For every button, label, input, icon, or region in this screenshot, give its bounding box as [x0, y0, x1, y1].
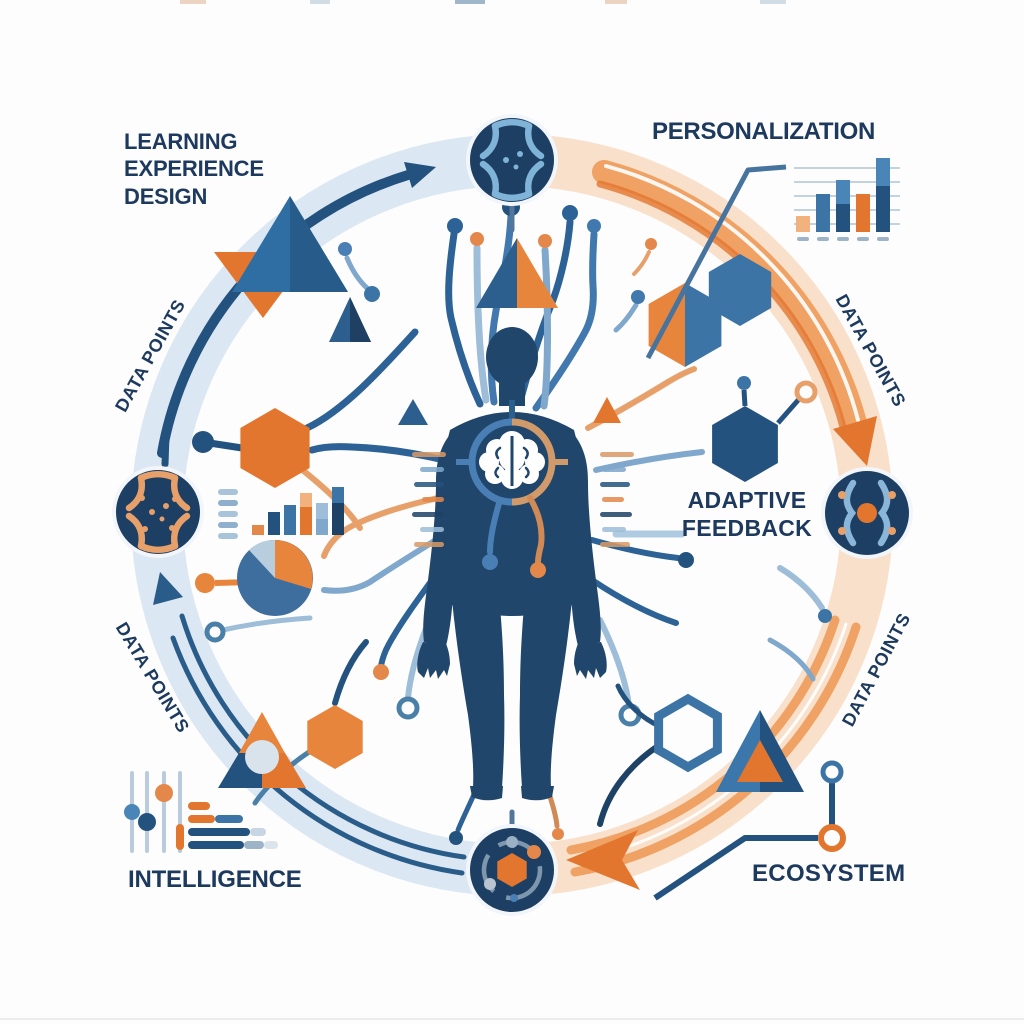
bar-chart-icon-top-right — [794, 158, 900, 241]
node-dot — [678, 552, 694, 568]
bar-chart-icon-left — [252, 487, 344, 535]
hexagon-orbit-icon — [481, 836, 543, 902]
node-dot — [449, 831, 463, 845]
human-silhouette — [417, 327, 607, 801]
neuron-burst-icon — [843, 479, 891, 547]
synapse-icon — [125, 471, 191, 553]
sliders-icon — [124, 771, 184, 853]
small-triangles — [329, 297, 621, 425]
node-dot — [373, 664, 389, 680]
brain-icon — [456, 400, 568, 578]
circuit-lines-left — [220, 443, 448, 701]
cycle-node-top — [466, 114, 558, 206]
pie-chart-icon — [195, 539, 313, 616]
cycle-node-bottom — [466, 824, 558, 916]
label-personalization: PERSONALIZATION — [652, 118, 876, 145]
triangle-split-top — [476, 238, 558, 308]
node-dot — [552, 828, 564, 840]
circuit-trace-icon — [653, 760, 846, 901]
progress-bars-icon — [188, 802, 278, 849]
cycle-node-left — [112, 466, 204, 558]
label-intelligence: INTELLIGENCE — [128, 866, 302, 893]
callout-line-personalization — [645, 164, 787, 360]
triangle-3d-bottom-right — [716, 710, 804, 792]
hexagon-blue-right — [708, 254, 772, 326]
triangle-tricolor-bottom-left — [218, 712, 306, 788]
triangle-cluster-top-left — [214, 196, 348, 318]
label-ecosystem: ECOSYSTEM — [752, 860, 906, 887]
ring-dot — [396, 696, 420, 720]
hexagon-orange-left — [192, 328, 419, 531]
node-dot — [818, 609, 832, 623]
hexagon-navy-feedback — [712, 376, 818, 482]
cycle-node-right — [821, 467, 913, 559]
ring-dot — [204, 621, 226, 643]
synapse-icon — [479, 119, 545, 201]
label-learning-experience-design: LEARNING EXPERIENCE DESIGN — [124, 129, 264, 209]
list-lines-icon — [218, 489, 238, 539]
data-dashes — [412, 452, 634, 547]
hexagon-outline-bottom-right — [597, 683, 722, 827]
label-adaptive-feedback: ADAPTIVE FEEDBACK — [681, 487, 813, 542]
